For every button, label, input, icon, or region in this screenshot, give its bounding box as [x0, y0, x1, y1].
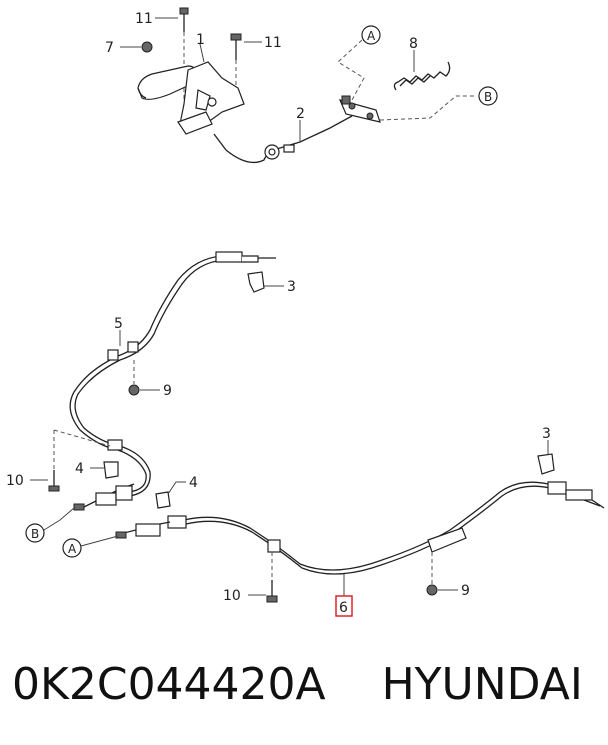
clip-4-left	[103, 461, 119, 479]
return-spring-8	[393, 61, 451, 91]
ref-b-mid: B	[25, 523, 45, 543]
clip-4-middle	[155, 491, 171, 509]
nut-9-right	[426, 584, 438, 596]
highlight-box-6	[335, 595, 353, 617]
callout-6: 6	[339, 600, 348, 616]
front-cable-2	[225, 115, 353, 164]
callout-4-left: 4	[75, 461, 84, 477]
callout-10-left: 10	[6, 473, 24, 489]
svg-text:B: B	[484, 90, 492, 104]
nut-9-left	[128, 384, 140, 396]
bolt-11-right	[230, 33, 242, 60]
callout-3-right: 3	[542, 426, 551, 442]
equalizer-bracket	[338, 95, 381, 123]
callout-1: 1	[196, 32, 205, 48]
callout-9-left: 9	[163, 383, 172, 399]
caption: 0K2C044420A HYUNDAI	[12, 655, 602, 725]
clip-3-upper	[247, 271, 265, 293]
parking-brake-diagram: 11 7 11 1	[6, 7, 605, 617]
callout-8: 8	[409, 36, 418, 52]
clip-3-right	[537, 453, 555, 475]
callout-9-right: 9	[461, 583, 470, 599]
ref-b-top: B	[478, 86, 498, 106]
callout-2: 2	[296, 106, 305, 122]
nut-7	[141, 41, 153, 53]
lever-assembly: 11 7 11 1	[105, 7, 498, 164]
callout-11-top-right: 11	[264, 35, 282, 51]
callout-5: 5	[114, 316, 123, 332]
callout-10-right: 10	[223, 588, 241, 604]
brake-lever	[137, 61, 245, 151]
brand-name: HYUNDAI	[381, 659, 583, 710]
callout-4-middle: 4	[189, 475, 198, 491]
callout-11-top-left: 11	[135, 11, 153, 27]
callout-7: 7	[105, 40, 114, 56]
bolt-10-right	[266, 580, 278, 603]
svg-text:A: A	[68, 542, 77, 556]
ref-a-top: A	[361, 25, 381, 45]
part-number: 0K2C044420A	[12, 659, 326, 710]
ref-a-mid: A	[62, 538, 82, 558]
svg-text:B: B	[31, 527, 39, 541]
left-rear-cable-5	[69, 251, 276, 511]
svg-text:A: A	[367, 29, 376, 43]
right-rear-cable-6	[115, 481, 605, 575]
bolt-11-left	[179, 7, 189, 32]
bolt-10-left	[48, 470, 60, 492]
callout-3-upper: 3	[287, 279, 296, 295]
